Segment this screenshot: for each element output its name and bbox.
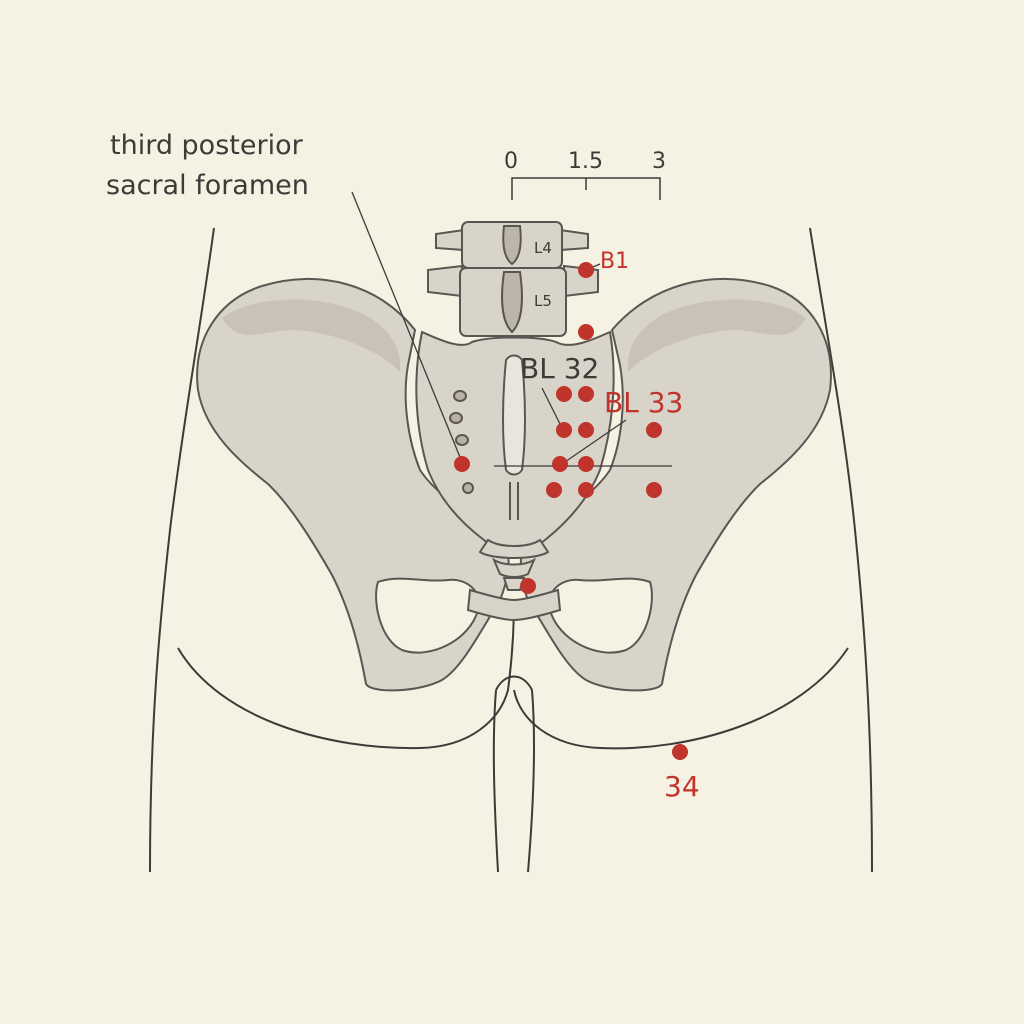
left-buttock-curve (177, 599, 515, 750)
foramen-label-line2: sacral foramen (106, 170, 309, 201)
vertebra-l4 (435, 221, 589, 269)
scale-bar-line (511, 177, 661, 200)
sacral-foramen-left-3 (455, 434, 469, 446)
acupoint-upper-sacral (578, 324, 594, 340)
scale-bar (511, 177, 661, 200)
point-bl33-label: BL 33 (604, 386, 683, 419)
right-buttock-curve (513, 647, 849, 750)
right-obturator-foramen (548, 577, 653, 654)
acupoint-b1 (578, 262, 594, 278)
acupoint-bl34-a (552, 456, 568, 472)
point-bl32-label: BL 32 (520, 352, 599, 385)
foramen-label-line1: third posterior (110, 130, 304, 161)
point-b1-label: B1 (600, 249, 629, 274)
acupoint-bl33-a (556, 422, 572, 438)
vertebra-l5-label: L5 (534, 292, 552, 310)
acupoint-third-foramen (454, 456, 470, 472)
scale-tick-0: 0 (504, 149, 518, 174)
right-thigh-line (527, 689, 536, 873)
acupoint-bl32-b (578, 386, 594, 402)
sacral-hiatus (509, 482, 519, 520)
l4-spinous-process (502, 225, 522, 266)
sacral-foramen-left-2 (449, 412, 463, 424)
sacral-foramen-left-4 (462, 482, 474, 494)
l5-spinous-process (501, 271, 523, 334)
acupoint-markers (454, 262, 688, 760)
acupoint-bl32-a (556, 386, 572, 402)
vertebra-l5 (427, 264, 599, 337)
pelvis-bones (196, 221, 832, 692)
leader-foramen (351, 191, 463, 463)
point-34-label: 34 (664, 770, 700, 803)
body-right-edge (809, 227, 873, 873)
body-left-edge (149, 227, 215, 873)
scale-tick-1-5: 1.5 (568, 149, 603, 174)
leader-bl32 (541, 387, 563, 429)
left-obturator-foramen (375, 577, 480, 654)
leader-bl33 (561, 419, 627, 465)
acupoint-lateral-lower (646, 482, 662, 498)
acupoint-bl34-b (578, 456, 594, 472)
acupoint-lower-a (546, 482, 562, 498)
right-ilium-shade (627, 299, 806, 372)
sacral-foramen-left-1 (453, 390, 467, 402)
left-thigh-line (492, 689, 499, 873)
acupoint-34 (672, 744, 688, 760)
acupoint-lateral-upper (646, 422, 662, 438)
left-ilium-shade (222, 299, 401, 372)
coccyx (478, 538, 550, 591)
vertebra-l4-label: L4 (534, 239, 552, 257)
pubic-symphysis (466, 588, 562, 622)
acupoint-lower-b (578, 482, 594, 498)
gluteal-cleft (495, 675, 533, 691)
acupoint-coccyx (520, 578, 536, 594)
body-outline (149, 227, 873, 873)
acupoint-bl33-b (578, 422, 594, 438)
scale-tick-3: 3 (652, 149, 666, 174)
median-sacral-crest (502, 354, 526, 476)
